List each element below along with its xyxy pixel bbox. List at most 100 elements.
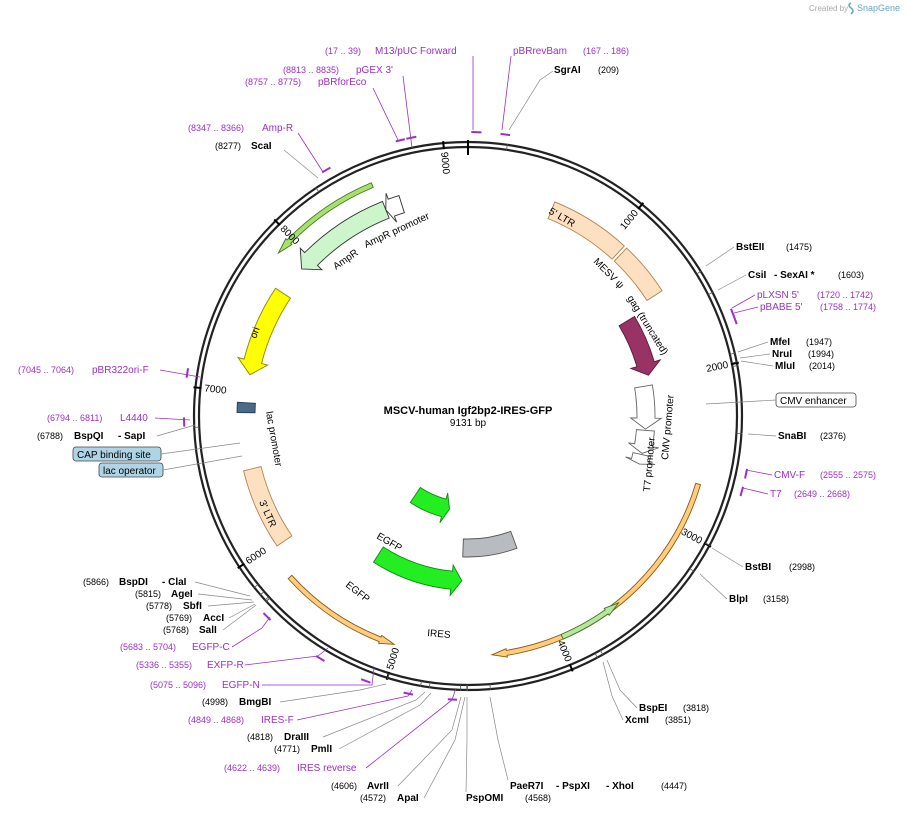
enzyme-pos: (1994): [808, 349, 834, 359]
enzyme-avrii[interactable]: (4606) AvrII: [331, 696, 462, 792]
primer-exfp-r[interactable]: (5336 .. 5355) EXFP-R: [136, 647, 329, 671]
primer-cmv-f[interactable]: CMV-F (2555 .. 2575): [745, 469, 876, 481]
enzyme-pos: (3851): [665, 715, 691, 725]
primer-labels: (17 .. 39) M13/pUC Forward pBRrevBam (16…: [18, 46, 876, 774]
snapgene-logo-icon: [848, 2, 854, 15]
primer-pbrrevbam[interactable]: pBRrevBam (167 .. 186): [501, 46, 629, 131]
primer-pbabe-5[interactable]: pBABE 5' (1758 .. 1774): [733, 302, 876, 314]
feature-egfp-10: [409, 486, 450, 523]
enzyme-pos: (4606): [331, 781, 357, 791]
primer-pos: (8757 .. 8775): [245, 77, 301, 87]
enzyme-name: BstEII: [736, 242, 765, 253]
primer-m13-puc-forward[interactable]: (17 .. 39) M13/pUC Forward: [325, 46, 474, 130]
enzyme-name: PmlI: [311, 744, 332, 755]
enzyme-site-bmgbi: [386, 673, 390, 680]
enzyme-name: AccI: [203, 613, 224, 624]
primer-amp-r[interactable]: (8347 .. 8366) Amp-R: [188, 123, 324, 173]
enzyme-name: SalI: [199, 625, 217, 636]
primer-egfp-n[interactable]: (5075 .. 5096) EGFP-N: [150, 667, 375, 691]
primer-mark-t7: [739, 486, 744, 497]
enzyme-name: SgrAI: [554, 65, 581, 76]
tick-label-6000: 6000: [244, 545, 269, 567]
enzyme-csii-sexai[interactable]: CsiI - SexAI * (1603): [717, 270, 864, 291]
primer-pos: (2555 .. 2575): [820, 470, 876, 480]
enzyme-snabi[interactable]: SnaBI (2376): [747, 431, 846, 442]
enzyme-pos: (4568): [525, 793, 551, 803]
primer-pbr322ori-f[interactable]: (7045 .. 7064) pBR322ori-F: [18, 365, 201, 378]
feature-label-cmv-promoter: CMV promoter: [660, 394, 677, 460]
primer-ires-reverse[interactable]: (4622 .. 4639) IRES reverse: [224, 687, 457, 774]
enzyme-name: BmgBI: [239, 697, 271, 708]
enzyme-site-csii: [707, 291, 714, 296]
enzyme-name-2: - SexAI *: [774, 270, 815, 281]
enzyme-sali[interactable]: (5768) SalI: [163, 604, 257, 636]
enzyme-name: BspEI: [639, 703, 668, 714]
cmv-enhancer-label: CMV enhancer: [705, 392, 857, 408]
enzyme-bsteii[interactable]: BstEII (1475): [705, 242, 812, 267]
enzyme-name: NruI: [772, 349, 792, 360]
enzyme-apai[interactable]: (4572) ApaI: [360, 696, 466, 804]
feature-cmv-promoter-4: [628, 429, 659, 454]
primer-mark-amp-r: [321, 166, 331, 174]
feature-egfp-orange-11: [287, 574, 396, 645]
enzyme-pmli[interactable]: (4771) PmlI: [274, 692, 432, 755]
primer-name: EXFP-R: [207, 660, 244, 671]
feature-ampr-15: [299, 200, 390, 271]
enzyme-draiii[interactable]: (4818) DraIII: [247, 691, 426, 743]
lac-operator-text: lac operator: [103, 466, 156, 477]
enzyme-site-bspdi: [253, 583, 259, 589]
tick-label-5000: 5000: [385, 646, 402, 671]
primer-egfp-c[interactable]: (5683 .. 5704) EGFP-C: [120, 616, 271, 653]
primer-plxsn-5[interactable]: pLXSN 5' (1720 .. 1742): [731, 290, 873, 309]
tick-mark-4000: [568, 663, 574, 672]
tick-label-9000: 9000: [438, 152, 451, 176]
enzyme-mfei[interactable]: MfeI (1947): [737, 337, 832, 353]
enzyme-bstbi[interactable]: BstBI (2998): [711, 547, 815, 573]
enzyme-paer7i-pspxi-xhoi[interactable]: PaeR7I - PspXI - XhoI (4447): [489, 696, 687, 792]
enzyme-acci[interactable]: (5769) AccI: [166, 603, 256, 624]
enzyme-mlui[interactable]: MluI (2014): [740, 360, 835, 372]
enzyme-site-acci: [265, 597, 271, 603]
enzyme-scai[interactable]: (8277) ScaI: [215, 141, 319, 179]
lac-operator-label: lac operator: [98, 455, 243, 478]
enzyme-nrui[interactable]: NruI (1994): [739, 349, 834, 360]
enzyme-pos: (1947): [806, 337, 832, 347]
feature-lac-promoter-13: [236, 401, 256, 414]
enzyme-bmgbi[interactable]: (4998) BmgBI: [202, 683, 387, 708]
primer-pos: (6794 .. 6811): [47, 413, 102, 423]
primer-pgex-3[interactable]: (8813 .. 8835) pGEX 3': [283, 65, 413, 149]
enzyme-bspei[interactable]: BspEI (3818): [606, 659, 709, 714]
enzyme-pos: (4771): [274, 744, 300, 754]
enzyme-name: AgeI: [171, 589, 193, 600]
primer-pbrforeco[interactable]: (8757 .. 8775) pBRforEco: [245, 77, 399, 141]
primer-l4440[interactable]: (6794 .. 6811) L4440: [47, 413, 191, 424]
enzyme-sbfi[interactable]: (5778) SbfI: [146, 601, 255, 612]
enzyme-pos: (5815): [135, 589, 161, 599]
primer-pos: (8813 .. 8835): [283, 65, 339, 75]
enzyme-blpi[interactable]: BlpI (3158): [699, 573, 789, 605]
tick-label-2000: 2000: [705, 360, 729, 375]
tick-mark-7000: [193, 386, 202, 390]
feature-label-ires: IRES: [427, 628, 452, 641]
credit: Created by SnapGene: [809, 2, 900, 15]
enzyme-name: SbfI: [183, 601, 202, 612]
primer-name: pLXSN 5': [757, 290, 799, 301]
primer-t7[interactable]: T7 (2649 .. 2668): [742, 487, 850, 500]
primer-mark-pgex-3-: [406, 135, 417, 140]
enzyme-xcmi[interactable]: XcmI (3851): [602, 661, 691, 726]
enzyme-agei[interactable]: (5815) AgeI: [135, 589, 253, 601]
enzyme-bspqi-sapi[interactable]: (6788) BspQI - SapI: [37, 424, 196, 442]
enzyme-sgrai[interactable]: SgrAI (209): [508, 65, 619, 131]
primer-ires-f[interactable]: (4849 .. 4868) IRES-F: [188, 689, 413, 726]
primer-pos: (7045 .. 7064): [18, 365, 74, 375]
enzyme-site-bsteii: [696, 270, 702, 275]
enzyme-name: MfeI: [770, 337, 790, 348]
enzyme-name-2: - SapI: [118, 431, 145, 442]
enzyme-pspomi[interactable]: PspOMI (4568): [465, 697, 551, 804]
primer-name: L4440: [120, 413, 148, 424]
primer-pos: (2649 .. 2668): [794, 489, 850, 499]
enzyme-pos: (6788): [37, 431, 63, 441]
enzyme-bspdi-clai[interactable]: (5866) BspDI - ClaI: [83, 577, 251, 597]
primer-pos: (4849 .. 4868): [188, 715, 244, 725]
